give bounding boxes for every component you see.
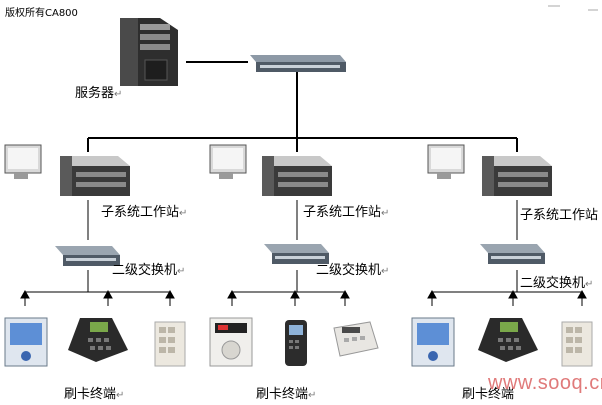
switch-1-icon (55, 246, 120, 266)
card-reader-keypad-3-icon (478, 318, 538, 362)
attendance-terminal-icon (209, 317, 253, 367)
corner-marks (548, 5, 598, 11)
terminal-lines (20, 270, 587, 306)
copyright-text: 版权所有CA800 (5, 8, 78, 19)
station-links (87, 200, 518, 240)
terminal-panel-3-icon (411, 317, 455, 367)
handheld-terminal-icon (285, 320, 307, 366)
workstation-2-icon (209, 144, 332, 196)
switch-1-label: 二级交换机 (112, 263, 178, 278)
keypad-3-icon (561, 321, 593, 367)
switch-3-icon (480, 244, 545, 264)
keypad-icon (154, 321, 186, 367)
workstation-2-label: 子系统工作站 (303, 205, 382, 220)
workstation-3-label: 子系统工作站 (520, 208, 599, 223)
workstation-1-icon (4, 144, 130, 196)
terminal-panel-icon (4, 317, 48, 367)
terminal-1-label: 刷卡终端 (64, 387, 117, 402)
terminal-3-label: 刷卡终端 (462, 387, 515, 402)
server-icon (120, 18, 178, 86)
pos-keypad-icon (333, 321, 379, 357)
workstation-3-icon (427, 144, 552, 196)
switch-2-icon (264, 244, 329, 264)
terminal-2-label: 刷卡终端 (256, 387, 309, 402)
connection-lines (87, 61, 518, 152)
watermark-text: www.sooq.cn (488, 372, 602, 394)
workstation-1-label: 子系统工作站 (101, 205, 180, 220)
paragraph-mark: ↵ (114, 89, 123, 100)
server-label: 服务器 (75, 86, 115, 101)
switch-2-label: 二级交换机 (316, 263, 382, 278)
core-switch-icon (250, 55, 346, 72)
card-reader-keypad-icon (68, 318, 128, 362)
switch-3-label: 二级交换机 (520, 276, 586, 291)
